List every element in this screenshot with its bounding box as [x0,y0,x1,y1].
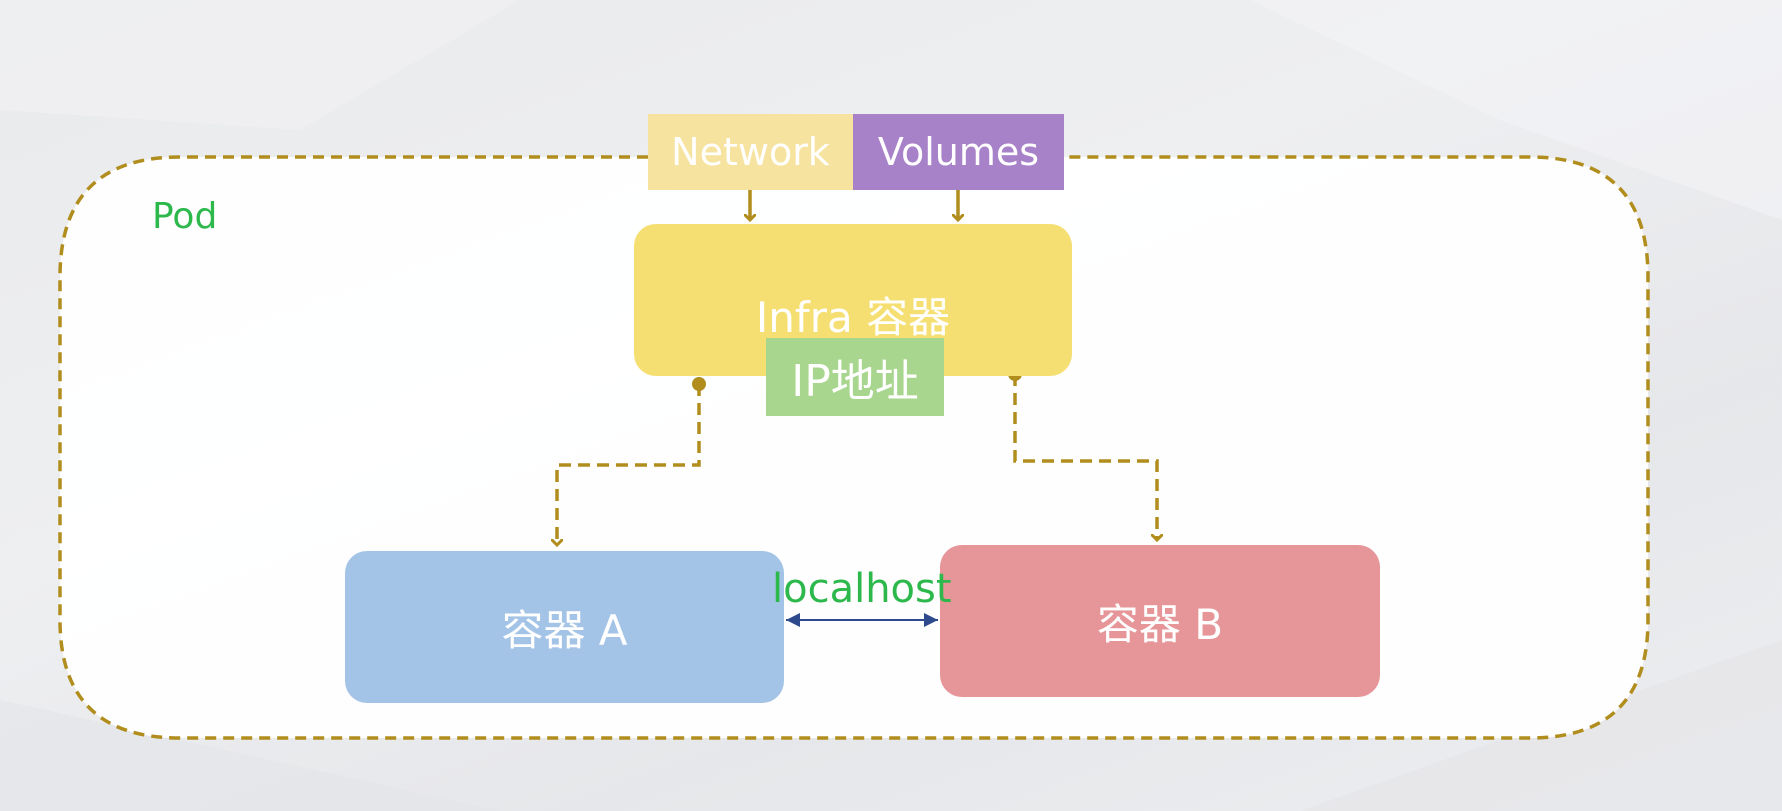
volumes-tag: Volumes [853,114,1064,190]
infra-to-container-b-connector [1013,374,1157,540]
infra-to-container-a-connector [557,384,701,545]
infra-container-label: Infra 容器 [755,293,951,342]
container-b-label: 容器 B [1096,599,1224,649]
ip-address-box: IP地址 [766,338,944,416]
container-a-box: 容器 A [345,551,784,703]
network-tag: Network [648,114,853,190]
pod-label: Pod [152,196,218,237]
container-a-label: 容器 A [501,605,628,655]
container-b-box: 容器 B [940,545,1380,697]
localhost-label: localhost [772,566,952,612]
